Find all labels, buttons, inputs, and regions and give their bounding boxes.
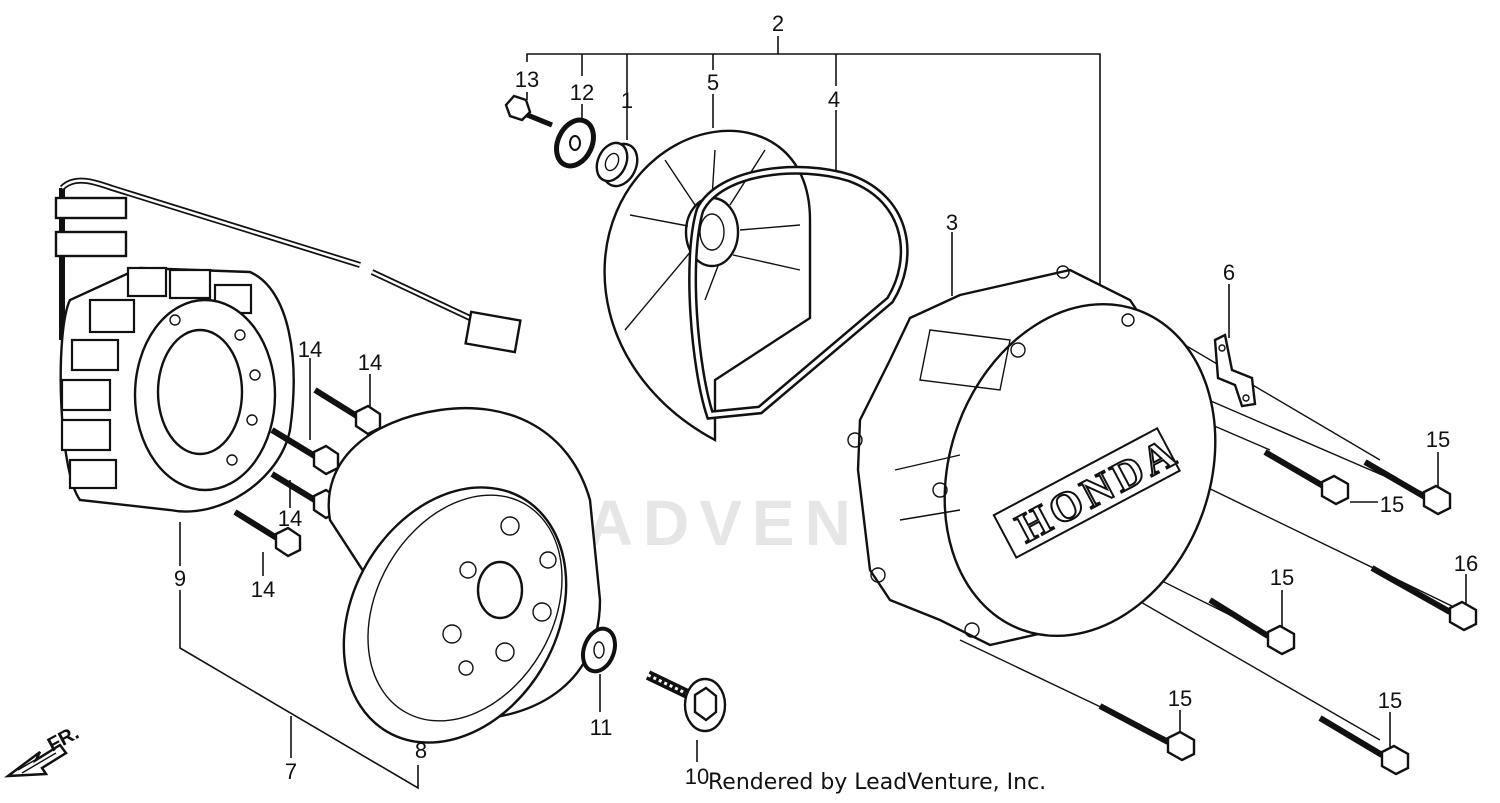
callout-14-b: 14 bbox=[358, 350, 382, 375]
bolt-15-b bbox=[1363, 459, 1452, 516]
callout-14-d: 14 bbox=[251, 577, 275, 602]
callout-15-a: 15 bbox=[1426, 427, 1450, 452]
bracket-6 bbox=[1213, 333, 1257, 408]
bolt-15-e bbox=[1318, 715, 1410, 776]
callout-10: 10 bbox=[685, 764, 709, 789]
callout-12: 12 bbox=[570, 80, 594, 105]
flywheel-8 bbox=[327, 406, 602, 744]
callout-11: 11 bbox=[590, 715, 613, 740]
callout-6: 6 bbox=[1223, 260, 1235, 285]
callout-3: 3 bbox=[946, 210, 958, 235]
callout-15-c: 15 bbox=[1270, 565, 1294, 590]
callout-16: 16 bbox=[1454, 551, 1478, 576]
callout-7: 7 bbox=[285, 759, 297, 784]
bolt-14-bottom bbox=[233, 509, 302, 558]
callout-14-a: 14 bbox=[298, 337, 322, 362]
callout-14-c: 14 bbox=[278, 506, 302, 531]
bolt-15-d bbox=[1098, 703, 1196, 762]
callout-15-b: 15 bbox=[1380, 492, 1404, 517]
crankcase-cover-3: HONDA bbox=[847, 265, 1217, 647]
callout-2: 2 bbox=[772, 11, 784, 36]
gasket-4 bbox=[688, 165, 909, 420]
callout-9: 9 bbox=[174, 566, 186, 591]
callout-4: 4 bbox=[828, 87, 840, 112]
callout-13: 13 bbox=[515, 67, 539, 92]
washer-12 bbox=[554, 117, 596, 169]
front-direction-arrow-icon: FR. bbox=[3, 722, 83, 778]
callout-1: 1 bbox=[621, 88, 633, 113]
callout-labels: 2 13 12 1 5 4 3 6 14 14 14 14 9 7 8 11 1… bbox=[174, 11, 1478, 789]
callout-15-e: 15 bbox=[1378, 688, 1402, 713]
callout-5: 5 bbox=[707, 70, 719, 95]
credit-text: Rendered by LeadVenture, Inc. bbox=[708, 770, 1047, 795]
stator-9 bbox=[54, 177, 522, 513]
bolt-15-a bbox=[1263, 449, 1350, 506]
callout-8: 8 bbox=[415, 738, 427, 763]
bolt-16 bbox=[1370, 565, 1478, 632]
callout-15-d: 15 bbox=[1168, 686, 1192, 711]
bolt-10 bbox=[645, 670, 727, 733]
bolt-15-c bbox=[1208, 597, 1296, 656]
collar-1 bbox=[595, 141, 639, 188]
washer-11 bbox=[581, 626, 617, 674]
bolt-13 bbox=[504, 94, 553, 128]
